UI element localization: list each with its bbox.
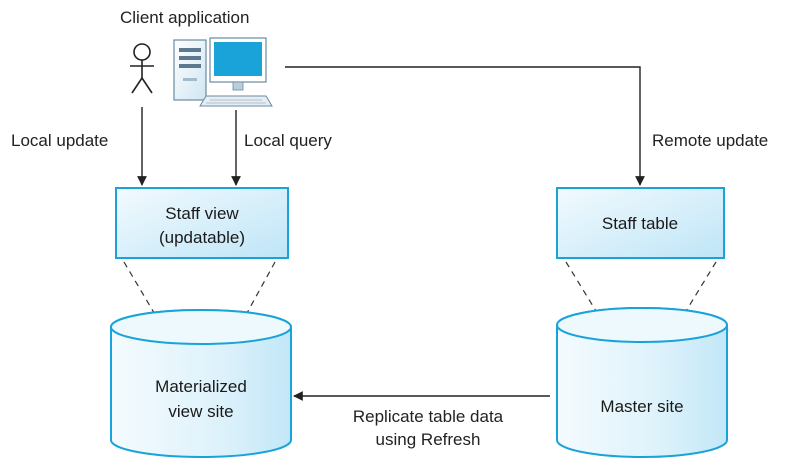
materialized-view-site-cylinder: Materialized view site [110,309,292,458]
user-stick-figure-icon [130,43,154,94]
remote-update-label: Remote update [652,131,768,150]
local-update-label: Local update [11,131,108,150]
master-site-label: Master site [600,397,683,416]
replicate-sublabel: using Refresh [376,430,481,449]
staff-view-box: Staff view (updatable) [115,187,289,259]
remote-update-arrow [285,66,645,186]
local-query-label: Local query [244,131,332,150]
master-site-cylinder: Master site [556,307,728,458]
materialized-view-site-sublabel: view site [168,402,233,421]
materialized-view-site-label: Materialized [155,377,247,396]
client-application-label: Client application [120,8,249,27]
staff-table-label: Staff table [602,214,678,233]
staff-view-label: Staff view [165,204,239,223]
staff-view-sublabel: (updatable) [159,228,245,247]
replicate-label: Replicate table data [353,407,504,426]
desktop-computer-icon [173,37,273,107]
staff-table-box: Staff table [556,187,725,259]
